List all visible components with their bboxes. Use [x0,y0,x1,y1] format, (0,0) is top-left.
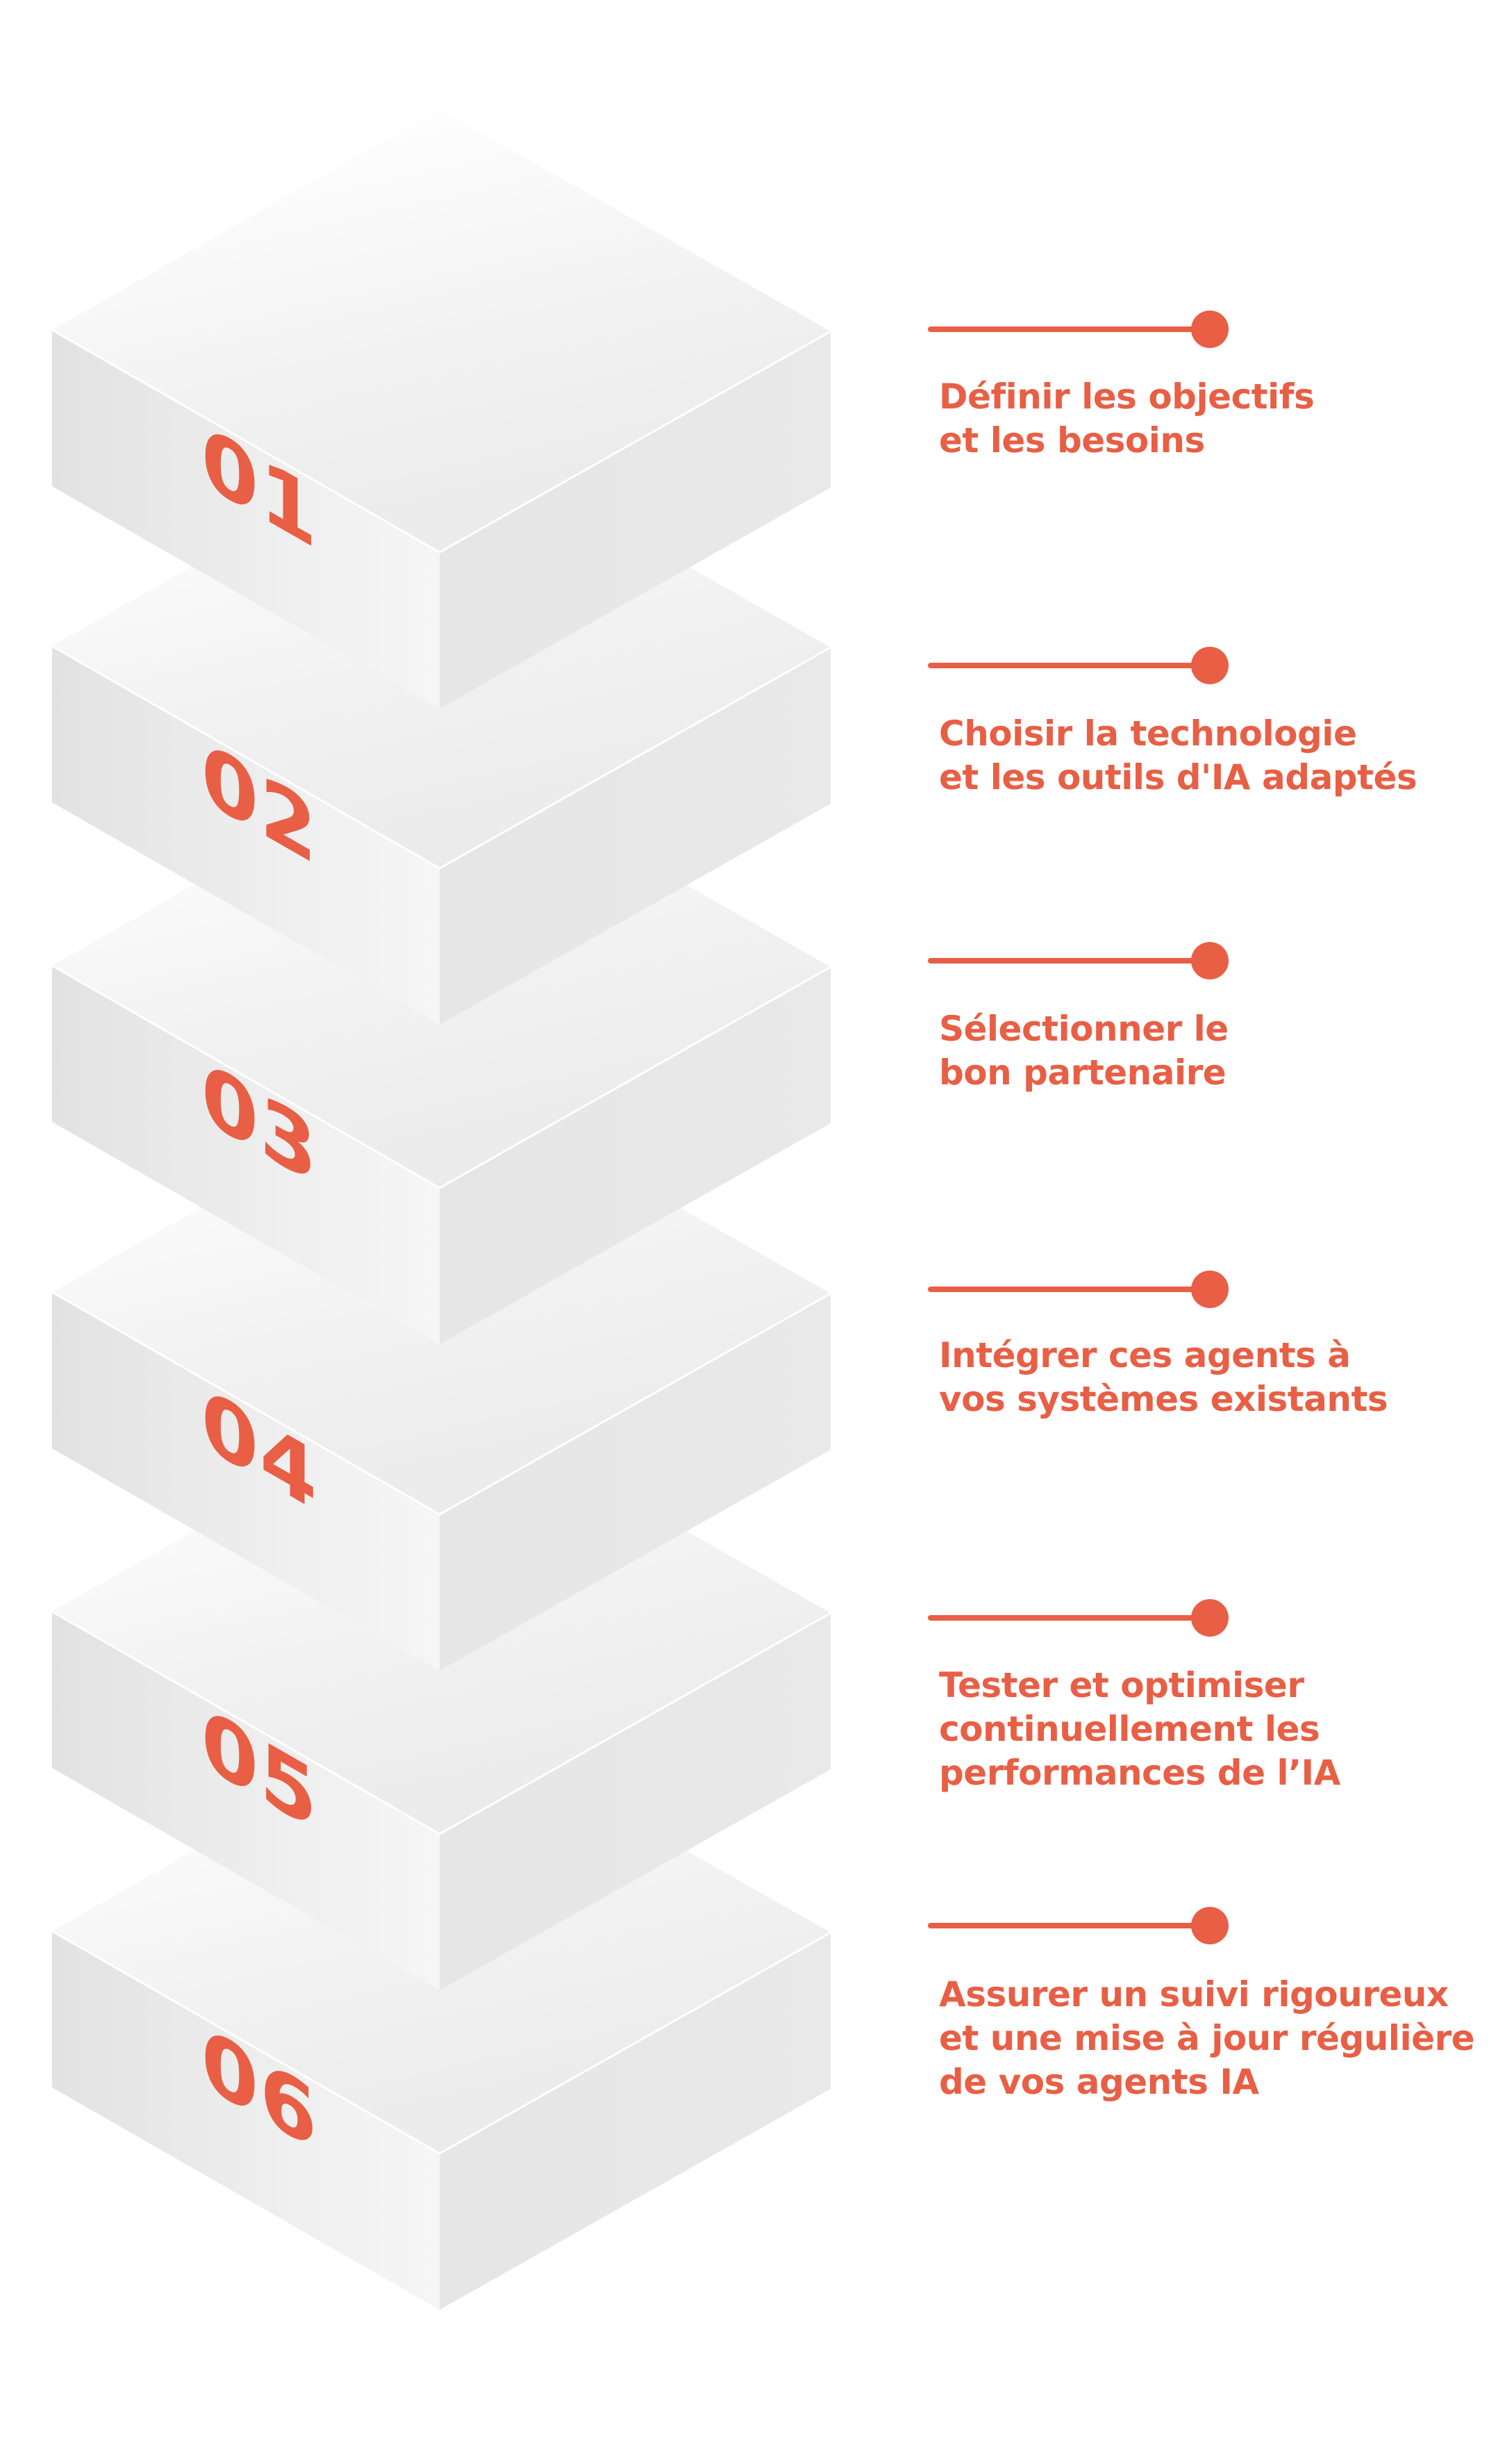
step-label-line: Tester et optimiser [939,1665,1304,1705]
block-right-face [440,1613,831,1990]
connector-dot [1191,1907,1229,1944]
block-edge [51,645,831,870]
step-connector [928,1907,1229,1944]
block-edge [51,1291,831,1516]
step-label-line: et les outils d'IA adaptés [939,757,1417,797]
step-label-line: Choisir la technologie [939,713,1357,754]
block-right-face [440,967,831,1344]
block-left-face [52,1292,440,1671]
block-left-face [52,1612,440,1990]
step-connector [928,1599,1229,1637]
step-connector [928,647,1229,684]
block-left-face [52,646,440,1025]
connector-dot [1191,1599,1229,1637]
block-left-face [52,966,440,1344]
step-label-line: Sélectionner le [939,1009,1229,1049]
step-label-line: vos systèmes existants [939,1379,1388,1419]
step-label-line: Assurer un suivi rigoureux [939,1974,1449,2015]
connector-dot [1191,942,1229,979]
step-label-line: et une mise à jour régulière [939,2018,1475,2058]
step-label-line: de vos agents IA [939,2062,1259,2102]
step-label-line: Intégrer ces agents à [939,1335,1351,1375]
block-edge [51,1930,831,2155]
step-connector [928,311,1229,348]
step-connector [928,1271,1229,1308]
step-block: 01 [51,109,831,709]
connector-dot [1191,1271,1229,1308]
block-edge [51,964,831,1189]
block-right-face [440,1293,831,1671]
block-right-face [440,1933,831,2310]
block-edge [51,1610,831,1835]
connector-dot [1191,311,1229,348]
step-connector [928,942,1229,979]
step-label-line: continuellement les [939,1709,1320,1749]
step-label-line: et les besoins [939,420,1205,461]
block-left-face [52,1931,440,2310]
connector-dot [1191,647,1229,684]
block-edge [51,329,831,554]
step-label-line: performances de l’IA [939,1753,1340,1793]
block-right-face [440,647,831,1025]
step-label-line: bon partenaire [939,1052,1227,1093]
block-right-face [440,331,831,709]
step-label-line: Définir les objectifs [939,377,1315,417]
block-left-face [52,330,440,709]
